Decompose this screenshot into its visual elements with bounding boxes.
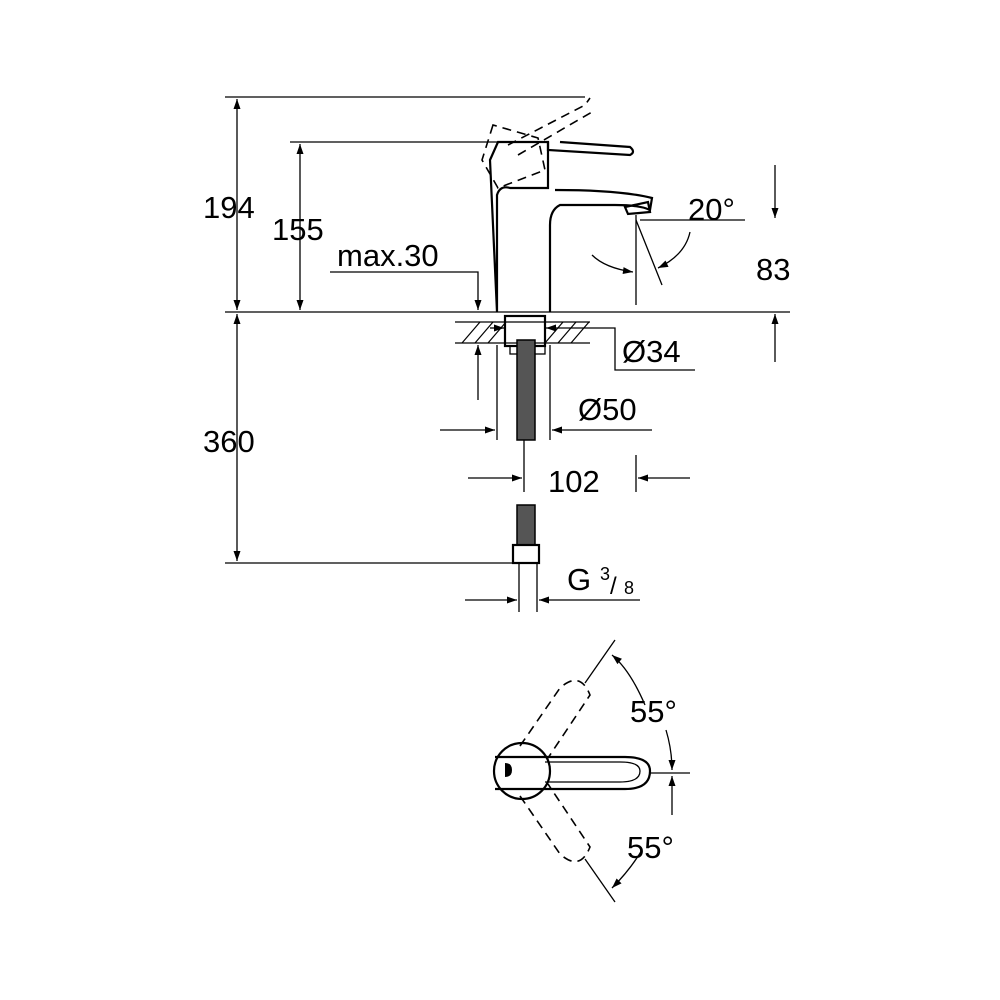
reference-lines (225, 96, 790, 564)
svg-text:102: 102 (548, 464, 600, 499)
svg-text:155: 155 (272, 212, 324, 247)
svg-text:3: 3 (600, 564, 610, 584)
dimension-155: 155 (272, 144, 324, 310)
svg-text:194: 194 (203, 190, 255, 225)
dimension-194: 194 (203, 99, 255, 310)
dimension-hole-diameter: Ø34 (490, 324, 695, 371)
svg-text:8: 8 (624, 578, 634, 598)
faucet-top-view: 55° 55° (492, 639, 690, 903)
svg-text:Ø50: Ø50 (578, 392, 637, 427)
svg-text:G: G (567, 562, 591, 597)
svg-text:55°: 55° (630, 694, 677, 729)
svg-text:/: / (610, 573, 617, 600)
svg-text:83: 83 (756, 252, 790, 287)
dimension-base-diameter: Ø50 (440, 345, 652, 440)
svg-text:360: 360 (203, 424, 255, 459)
dimension-360: 360 (203, 314, 255, 561)
svg-text:20°: 20° (688, 192, 735, 227)
dimension-83: 83 (756, 165, 790, 362)
svg-text:Ø34: Ø34 (622, 334, 681, 369)
dimension-spout-angle: 20° (591, 192, 745, 305)
supply-hose (516, 339, 536, 441)
svg-text:max.30: max.30 (337, 238, 439, 273)
svg-text:55°: 55° (627, 830, 674, 865)
faucet-side-view (481, 97, 654, 565)
dimension-102: 102 (468, 440, 690, 499)
dimension-connection-thread: G 3 / 8 (465, 562, 640, 612)
